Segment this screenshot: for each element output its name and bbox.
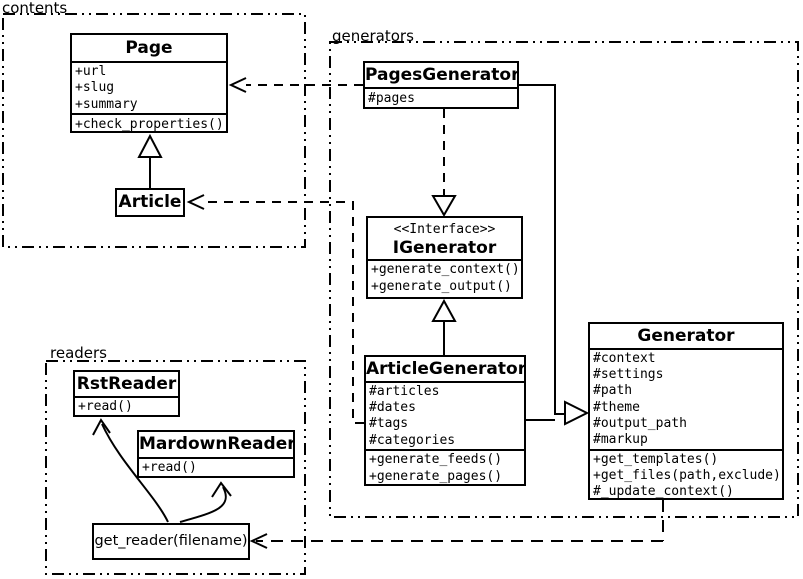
class-generator-title: Generator	[590, 324, 782, 350]
function-get-reader: get_reader(filename)	[92, 523, 250, 560]
call-getreader-to-mardownreader	[179, 486, 227, 523]
member-row: #markup	[593, 432, 648, 448]
member-row: #context	[593, 351, 656, 366]
member-row: #_update_context()	[593, 484, 734, 498]
class-articlegenerator: ArticleGenerator #articles#dates#tags#ca…	[364, 355, 526, 486]
class-article: Article	[115, 188, 185, 217]
open-arrowhead-icon	[186, 194, 205, 210]
class-mardownreader-methods: +read()	[139, 459, 293, 476]
class-rstreader: RstReader +read()	[73, 370, 180, 417]
open-arrowhead-icon	[211, 481, 232, 498]
class-page-attributes: +url+slug+summary	[72, 63, 226, 113]
dependency-articlegenerator-to-article	[206, 201, 364, 424]
package-generators-border	[329, 41, 799, 518]
package-label-readers: readers	[50, 344, 107, 362]
class-generator: Generator #context#settings#path#theme#o…	[588, 322, 784, 500]
class-articlegenerator-methods: +generate_feeds()+generate_pages()	[366, 449, 524, 484]
member-row: #settings	[593, 367, 664, 383]
class-page-methods: +check_properties()	[72, 113, 226, 131]
class-igenerator: <<Interface>> IGenerator +generate_conte…	[366, 216, 523, 299]
member-row: #categories	[369, 432, 456, 448]
class-articlegenerator-title: ArticleGenerator	[366, 357, 524, 383]
member-row: #tags	[369, 416, 409, 432]
member-row: #pages	[368, 91, 415, 106]
member-row: +generate_feeds()	[369, 452, 503, 467]
inheritance-triangle-icon	[564, 400, 590, 426]
inheritance-triangle-icon	[431, 195, 457, 217]
inheritance-triangle-icon	[431, 298, 457, 322]
class-page-title: Page	[72, 35, 226, 63]
class-mardownreader-title: MardownReader	[139, 432, 293, 459]
member-row: +read()	[78, 399, 133, 414]
open-arrowhead-icon	[92, 418, 111, 436]
inheritance-triangle-icon	[137, 133, 163, 158]
class-article-title: Article	[118, 192, 182, 212]
generalization-pagesgenerator-to-generator	[519, 84, 566, 415]
member-row: +check_properties()	[75, 117, 224, 131]
class-generator-attributes: #context#settings#path#theme#output_path…	[590, 350, 782, 449]
member-row: #theme	[593, 399, 640, 415]
class-generator-methods: +get_templates()+get_files(path,exclude)…	[590, 449, 782, 498]
class-rstreader-methods: +read()	[75, 398, 178, 415]
member-row: +generate_output()	[371, 278, 512, 294]
package-contents-border	[2, 13, 306, 248]
class-rstreader-title: RstReader	[75, 372, 178, 398]
igenerator-stereotype: <<Interface>>	[393, 222, 496, 237]
member-row: #dates	[369, 400, 416, 416]
member-row: +get_files(path,exclude)	[593, 468, 781, 483]
class-pagesgenerator-attributes: #pages	[365, 89, 517, 107]
member-row: +get_templates()	[593, 452, 719, 467]
package-readers-border	[45, 360, 306, 575]
member-row: #output_path	[593, 415, 687, 431]
package-label-contents: contents	[2, 0, 68, 17]
class-articlegenerator-attributes: #articles#dates#tags#categories	[366, 383, 524, 449]
member-row: +url	[75, 64, 107, 79]
member-row: +summary	[75, 96, 138, 112]
member-row: #articles	[369, 384, 440, 399]
member-row: +slug	[75, 80, 115, 96]
class-mardownreader: MardownReader +read()	[137, 430, 295, 478]
class-pagesgenerator: PagesGenerator #pages	[363, 61, 519, 109]
function-get-reader-label: get_reader(filename)	[94, 533, 248, 549]
class-pagesgenerator-title: PagesGenerator	[365, 63, 517, 89]
member-row: +generate_pages()	[369, 468, 503, 484]
call-getreader-to-rstreader	[101, 423, 169, 523]
igenerator-name: IGenerator	[392, 238, 497, 258]
member-row: +read()	[142, 460, 197, 475]
open-arrowhead-icon	[249, 533, 268, 549]
class-igenerator-methods: +generate_context()+generate_output()	[368, 261, 521, 297]
member-row: +generate_context()	[371, 262, 520, 277]
package-label-generators: generators	[332, 27, 414, 45]
class-page: Page +url+slug+summary +check_properties…	[70, 33, 228, 133]
member-row: #path	[593, 383, 633, 399]
open-arrowhead-icon	[228, 77, 247, 93]
class-igenerator-title: <<Interface>> IGenerator	[368, 218, 521, 261]
